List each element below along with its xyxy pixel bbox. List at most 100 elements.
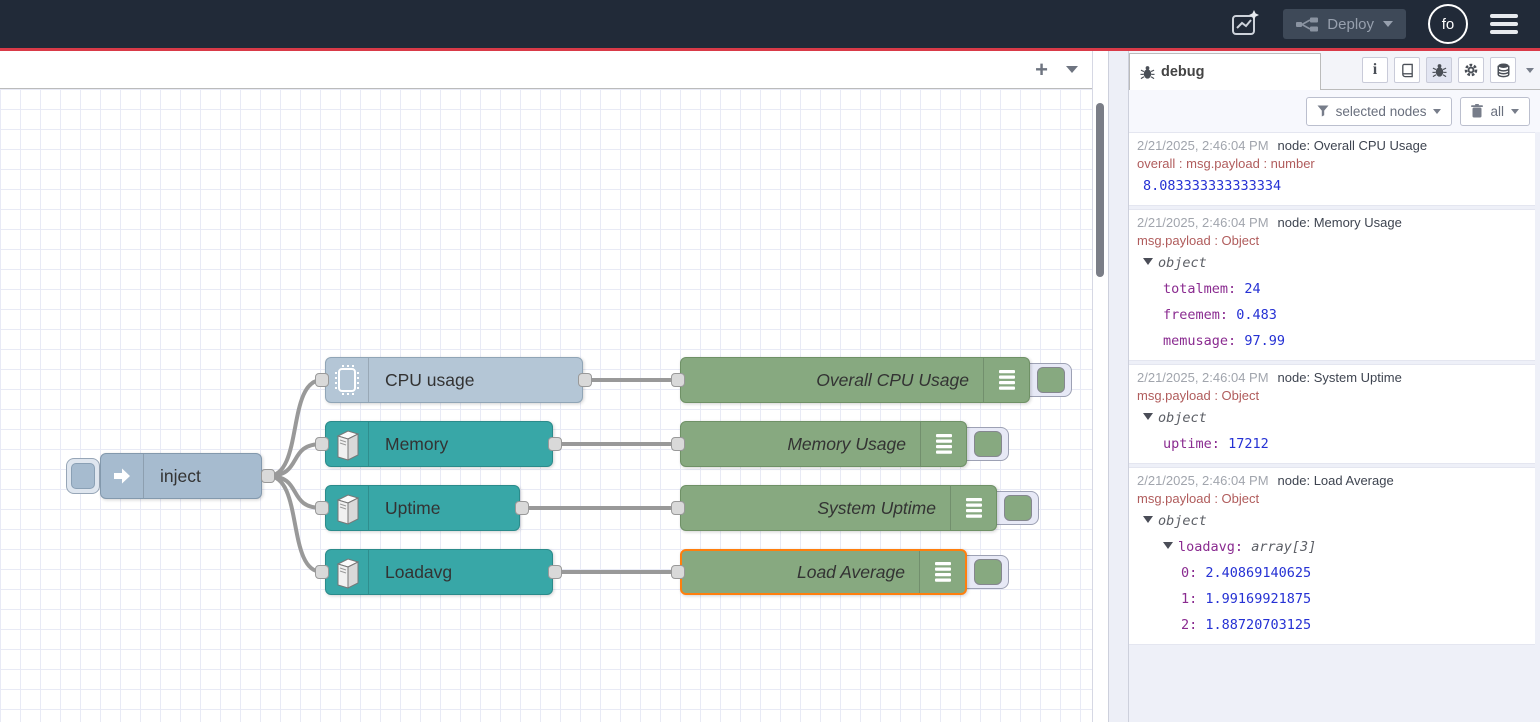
debug-toggle-state [1037, 367, 1065, 393]
user-avatar[interactable]: fo [1428, 4, 1468, 44]
node-loadavg[interactable]: Loadavg [325, 549, 553, 595]
port-output[interactable] [578, 373, 592, 387]
port-input[interactable] [671, 565, 685, 579]
flow-list-caret-icon[interactable] [1066, 66, 1078, 73]
array-index: 2 [1181, 617, 1197, 633]
port-output[interactable] [548, 565, 562, 579]
collapse-caret-icon[interactable] [1163, 542, 1173, 549]
node-debug-load-average[interactable]: Load Average [680, 549, 967, 595]
node-label: System Uptime [817, 497, 936, 518]
port-output[interactable] [548, 437, 562, 451]
wire[interactable] [266, 474, 324, 574]
book-icon [1401, 63, 1413, 77]
message-timestamp: 2/21/2025, 2:46:04 PM [1137, 370, 1269, 385]
node-label: Loadavg [385, 561, 453, 582]
collapse-caret-icon[interactable] [1143, 413, 1153, 420]
canvas-vertical-scrollbar[interactable] [1092, 51, 1108, 722]
node-label: inject [160, 465, 201, 486]
object-value: 17212 [1228, 436, 1269, 452]
message-source-node: node: Load Average [1277, 473, 1394, 488]
clear-messages-button[interactable]: all [1460, 96, 1530, 126]
object-key: totalmem [1163, 281, 1236, 297]
node-label: Memory Usage [787, 433, 906, 454]
array-value: 1.88720703125 [1205, 617, 1312, 633]
server-icon [326, 422, 369, 466]
wire[interactable] [266, 442, 324, 478]
node-debug-memory[interactable]: Memory Usage [680, 421, 967, 467]
collapse-caret-icon[interactable] [1143, 516, 1153, 523]
message-source-node: node: System Uptime [1277, 370, 1402, 385]
object-value: 24 [1244, 281, 1261, 297]
help-tab-button[interactable] [1394, 57, 1420, 83]
scrollbar-thumb[interactable] [1096, 103, 1104, 277]
node-uptime[interactable]: Uptime [325, 485, 520, 531]
message-timestamp: 2/21/2025, 2:46:04 PM [1137, 473, 1269, 488]
config-nodes-tab-button[interactable] [1458, 57, 1484, 83]
deploy-button[interactable]: Deploy [1283, 9, 1406, 39]
flow-canvas[interactable]: inject CPU usage [0, 89, 1092, 722]
inject-trigger-inner [71, 463, 95, 489]
deploy-dropdown-caret-icon[interactable] [1383, 21, 1393, 27]
port-input[interactable] [315, 565, 329, 579]
collapse-caret-icon[interactable] [1143, 258, 1153, 265]
port-input[interactable] [315, 437, 329, 451]
node-debug-overall-cpu[interactable]: Overall CPU Usage [680, 357, 1030, 403]
port-input[interactable] [671, 501, 685, 515]
deploy-icon [1296, 17, 1319, 31]
object-type: object [1158, 255, 1207, 271]
node-label: Uptime [385, 497, 441, 518]
ai-assistant-icon[interactable] [1229, 8, 1261, 40]
trash-icon [1471, 104, 1484, 118]
main-menu-icon[interactable] [1490, 14, 1518, 34]
node-debug-uptime[interactable]: System Uptime [680, 485, 997, 531]
node-label: Load Average [796, 561, 905, 582]
port-input[interactable] [315, 501, 329, 515]
message-timestamp: 2/21/2025, 2:46:04 PM [1137, 215, 1269, 230]
node-cpu-usage[interactable]: CPU usage [325, 357, 583, 403]
port-input[interactable] [315, 373, 329, 387]
avatar-initials: fo [1441, 15, 1455, 33]
port-input[interactable] [671, 437, 685, 451]
tab-debug[interactable]: debug [1129, 53, 1321, 90]
port-output[interactable] [261, 469, 275, 483]
port-input[interactable] [671, 373, 685, 387]
message-value: 8.083333333333334 [1143, 178, 1282, 194]
tab-debug-label: debug [1161, 64, 1205, 80]
message-timestamp: 2/21/2025, 2:46:04 PM [1137, 138, 1269, 153]
message-meta: msg.payload : Object [1137, 491, 1260, 506]
node-memory[interactable]: Memory [325, 421, 553, 467]
object-key: freemem [1163, 307, 1228, 323]
context-data-tab-button[interactable] [1490, 57, 1516, 83]
header-bar: Deploy fo [0, 0, 1540, 48]
object-type: object [1158, 410, 1207, 426]
sidebar-menu-caret-icon[interactable] [1526, 67, 1534, 73]
sidebar-tab-bar: debug i [1129, 51, 1540, 90]
info-tab-button[interactable]: i [1362, 57, 1388, 83]
object-key: uptime [1163, 436, 1220, 452]
debug-tab-button[interactable] [1426, 57, 1452, 83]
inject-trigger-button[interactable] [66, 458, 100, 494]
workspace-tab-bar: + [0, 51, 1092, 89]
object-key: memusage [1163, 333, 1236, 349]
debug-toggle-state [1004, 495, 1032, 521]
filter-nodes-button[interactable]: selected nodes [1305, 96, 1453, 126]
debug-list-icon [920, 422, 966, 466]
sidebar-resize-handle[interactable] [1108, 51, 1129, 722]
node-inject[interactable]: inject [100, 453, 262, 499]
wire[interactable] [266, 474, 324, 510]
array-index: 0 [1181, 565, 1197, 581]
node-label: Memory [385, 433, 449, 454]
node-label: CPU usage [385, 369, 475, 390]
object-type: object [1158, 513, 1207, 529]
clear-button-label: all [1490, 103, 1504, 119]
filter-button-label: selected nodes [1335, 103, 1427, 119]
port-output[interactable] [515, 501, 529, 515]
debug-toggle-state [974, 559, 1002, 585]
add-flow-button[interactable]: + [1035, 56, 1048, 82]
inject-arrow-icon [101, 454, 144, 498]
wire[interactable] [266, 378, 324, 478]
